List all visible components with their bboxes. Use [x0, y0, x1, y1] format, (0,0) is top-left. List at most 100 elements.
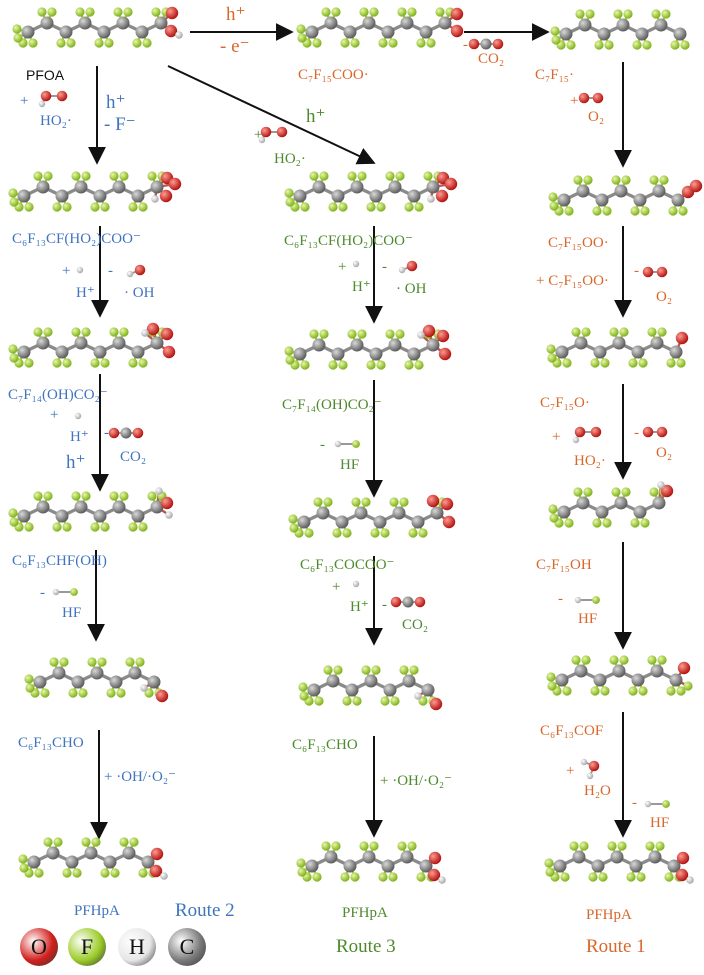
route1-pfhpa-molecule: [544, 841, 694, 884]
route3-int4-label: C₆F₁₃CHO: [292, 737, 358, 753]
route3-title: Route 3: [336, 936, 396, 957]
route2-plus1: +: [20, 93, 29, 109]
legend-atom-symbol: F: [80, 934, 94, 959]
route2-hf-label: HF: [62, 605, 82, 621]
route1-hf-molecule: [574, 596, 600, 604]
route3-pfhpa-molecule: [296, 841, 446, 884]
route3-h-plus: h⁺: [306, 106, 326, 127]
route1-o2-c-label: O₂: [656, 445, 673, 461]
route3-plus1: +: [254, 127, 263, 143]
top-co2-label: CO₂: [478, 51, 505, 67]
legend-atom-c: C: [168, 928, 206, 966]
route1-int2-molecule: [546, 327, 689, 368]
route2-minus-f: - F⁻: [104, 114, 136, 135]
route3-hf-molecule: [334, 440, 360, 448]
route3-plus2: +: [338, 259, 347, 275]
minus-co2-sign: -: [463, 37, 468, 53]
route1-h2o-molecule: [580, 758, 600, 780]
reaction-arrows: [87, 23, 632, 840]
legend-atom-symbol: H: [129, 934, 145, 959]
legend-atom-o: O: [20, 928, 58, 966]
route1-ho2-molecule: [572, 426, 602, 444]
route2-pfhpa-molecule: [18, 837, 168, 880]
route1-hf-label: HF: [578, 611, 598, 627]
route3-ho2-molecule: [258, 126, 288, 144]
route2-hf-molecule: [52, 588, 78, 596]
route2-h-plus-ion: H⁺: [76, 285, 95, 301]
route2-oh-molecule: [126, 264, 146, 278]
route1-int3-label: C₇F₁₅OH: [536, 557, 592, 573]
route3-minus2: -: [382, 259, 387, 275]
pfoa-molecule: [12, 6, 183, 48]
route3-int2-molecule: [284, 324, 452, 370]
route3-h-atom-2: [352, 580, 360, 588]
route2-minus2: -: [108, 263, 113, 279]
route1-reagent2: + C₇F₁₅OO·: [536, 273, 609, 289]
route2-int4-label: C₆F₁₃CHO: [18, 735, 84, 751]
route2-product-label: PFHpA: [74, 903, 120, 919]
route2-h-atom-2: [74, 412, 82, 420]
route3-minus3: -: [320, 437, 325, 453]
route3-int1-label: C₆F₁₃CF(HO₂)COO⁻: [284, 233, 413, 249]
route2-oh-label: · OH: [124, 285, 155, 301]
route3-int3-label: C₆F₁₃COCOO⁻: [300, 557, 395, 573]
route2-int1-label: C₆F₁₃CF(HO₂)COO⁻: [12, 231, 141, 247]
route2-h-plus-hole: h⁺: [66, 452, 86, 473]
legend-atom-symbol: O: [31, 934, 47, 959]
route1-title: Route 1: [586, 936, 646, 957]
route2-plus2: +: [62, 263, 71, 279]
route1-plus5: +: [566, 763, 575, 779]
reagent-molecule-layer: [38, 38, 670, 808]
route2-int2-molecule: [8, 322, 176, 368]
route2-h-plus-ion2: H⁺: [70, 429, 89, 445]
route1-hf-b-label: HF: [650, 815, 670, 831]
route3-plus4: +: [332, 579, 341, 595]
route2-reagent: + ·OH/·O₂⁻: [104, 769, 177, 785]
route2-minus3: -: [104, 425, 109, 441]
route3-ho2-label: HO₂·: [274, 151, 306, 167]
route3-oh-label: · OH: [396, 281, 427, 297]
route2-int3-label: C₆F₁₃CHF(OH): [12, 553, 107, 569]
top-minus-electron: - e⁻: [220, 36, 250, 57]
c7f15coo-radical-molecule: [296, 7, 464, 48]
route3-hf-label: HF: [340, 457, 360, 473]
route3-minus4: -: [382, 597, 387, 613]
route2-plus3: +: [50, 407, 59, 423]
route3-int2-label: C₇F₁₄(OH)CO₂⁻: [282, 397, 382, 413]
route1-minus3: -: [634, 425, 639, 441]
route1-plus1: +: [570, 93, 579, 109]
route2-h-plus: h⁺: [106, 92, 126, 113]
route1-o2-molecule: [578, 92, 604, 104]
route1-int1-label: C₇F₁₅OO·: [548, 235, 609, 251]
route3-oh-molecule: [398, 260, 418, 274]
route3-h-plus-ion2: H⁺: [350, 599, 369, 615]
pfoa-label: PFOA: [26, 67, 65, 83]
route2-int3-molecule: [8, 487, 174, 532]
route2-title: Route 2: [175, 900, 235, 921]
route2-int2-label: C₇F₁₄(OH)CO₂⁻: [8, 387, 108, 403]
route1-int3-molecule: [548, 481, 674, 528]
route1-hf-b-molecule: [644, 800, 670, 808]
route2-ho2-molecule: [38, 90, 68, 108]
route3-int4-molecule: [298, 665, 443, 711]
route1-product-label: PFHpA: [586, 907, 632, 923]
route1-o2-b-label: O₂: [656, 289, 673, 305]
top-co2-molecule: [468, 38, 504, 50]
route1-ho2-label: HO₂·: [574, 453, 606, 469]
route2-co2-molecule: [108, 427, 144, 439]
route3-reagent: + ·OH/·O₂⁻: [380, 773, 453, 789]
route3-co2-label: CO₂: [402, 617, 429, 633]
route3-h-atom: [352, 260, 360, 268]
route1-o2-c-molecule: [642, 426, 668, 438]
route3-int3-molecule: [288, 494, 456, 538]
route1-int1-molecule: [548, 175, 703, 216]
legend-atom-h: H: [118, 928, 156, 966]
route1-minus2: -: [634, 263, 639, 279]
route1-o2-b-molecule: [642, 266, 668, 278]
c7f15coo-radical-label: C₇F₁₅COO·: [298, 67, 369, 83]
route3-int1-molecule: [284, 171, 458, 212]
route2-ho2-label: HO₂·: [40, 113, 72, 129]
route1-o2-label: O₂: [588, 109, 605, 125]
molecule-layer: [8, 6, 703, 884]
